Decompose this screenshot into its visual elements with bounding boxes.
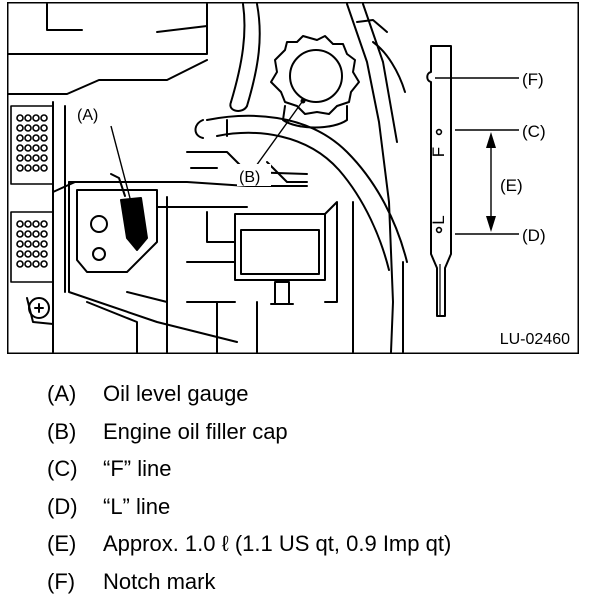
legend-item: (F) Notch mark <box>47 567 451 605</box>
callout-a-label: (A) <box>77 107 98 124</box>
legend-text: Notch mark <box>103 568 216 594</box>
legend-list: (A) Oil level gauge (B) Engine oil filler … <box>47 379 451 605</box>
gauge-mark-l: L <box>429 215 448 224</box>
dimension-arrow-down <box>486 216 496 232</box>
figure-code: LU-02460 <box>500 331 570 348</box>
engine-bay-figure: F L (A) (B) (F) (C) (E) (D) LU-02460 <box>7 2 579 354</box>
legend-item: (B) Engine oil filler cap <box>47 417 451 455</box>
callout-f-label: (F) <box>522 70 544 89</box>
legend-key: (A) <box>47 381 77 406</box>
callout-leaders <box>110 101 303 203</box>
dipstick-dimension-lines <box>435 77 519 235</box>
callout-c-label: (C) <box>522 122 546 141</box>
vent-grille-upper <box>10 105 54 185</box>
oil-level-gauge-handle <box>120 197 148 251</box>
legend-key: (D) <box>47 493 78 519</box>
legend-text: Approx. 1.0 ℓ (1.1 US qt, 0.9 Imp qt) <box>103 531 452 557</box>
legend-text: “L” line <box>103 493 171 519</box>
dipstick-detail <box>426 45 452 317</box>
legend-item: (A) Oil level gauge <box>47 379 451 417</box>
dipstick-outline <box>426 45 452 317</box>
legend-text: Oil level gauge <box>103 381 249 406</box>
callout-b-label: (B) <box>239 169 260 186</box>
legend-text: “F” line <box>103 456 172 482</box>
gauge-mark-f: F <box>429 147 448 157</box>
callout-d-label: (D) <box>522 226 546 245</box>
legend-item: (C) “F” line <box>47 454 451 492</box>
legend-key: (E) <box>47 531 77 557</box>
legend-item: (D) “L” line <box>47 492 451 530</box>
engine-compartment-drawing <box>7 3 408 353</box>
callout-e-label: (E) <box>500 176 523 195</box>
engine-oil-filler-cap <box>270 35 360 129</box>
legend-item: (E) Approx. 1.0 ℓ (1.1 US qt, 0.9 Imp qt) <box>47 529 451 567</box>
legend-key: (F) <box>47 568 76 594</box>
vent-grille-lower <box>10 211 54 283</box>
engine-bay-illustration: F L (A) (B) (F) (C) (E) (D) LU-02460 <box>7 2 579 354</box>
legend-text: Engine oil filler cap <box>103 418 288 444</box>
figure-frame <box>7 2 579 354</box>
legend-key: (B) <box>47 418 77 444</box>
legend-key: (C) <box>47 456 78 482</box>
dimension-arrow-up <box>486 132 496 148</box>
filler-cap-leader-dot <box>300 98 306 104</box>
